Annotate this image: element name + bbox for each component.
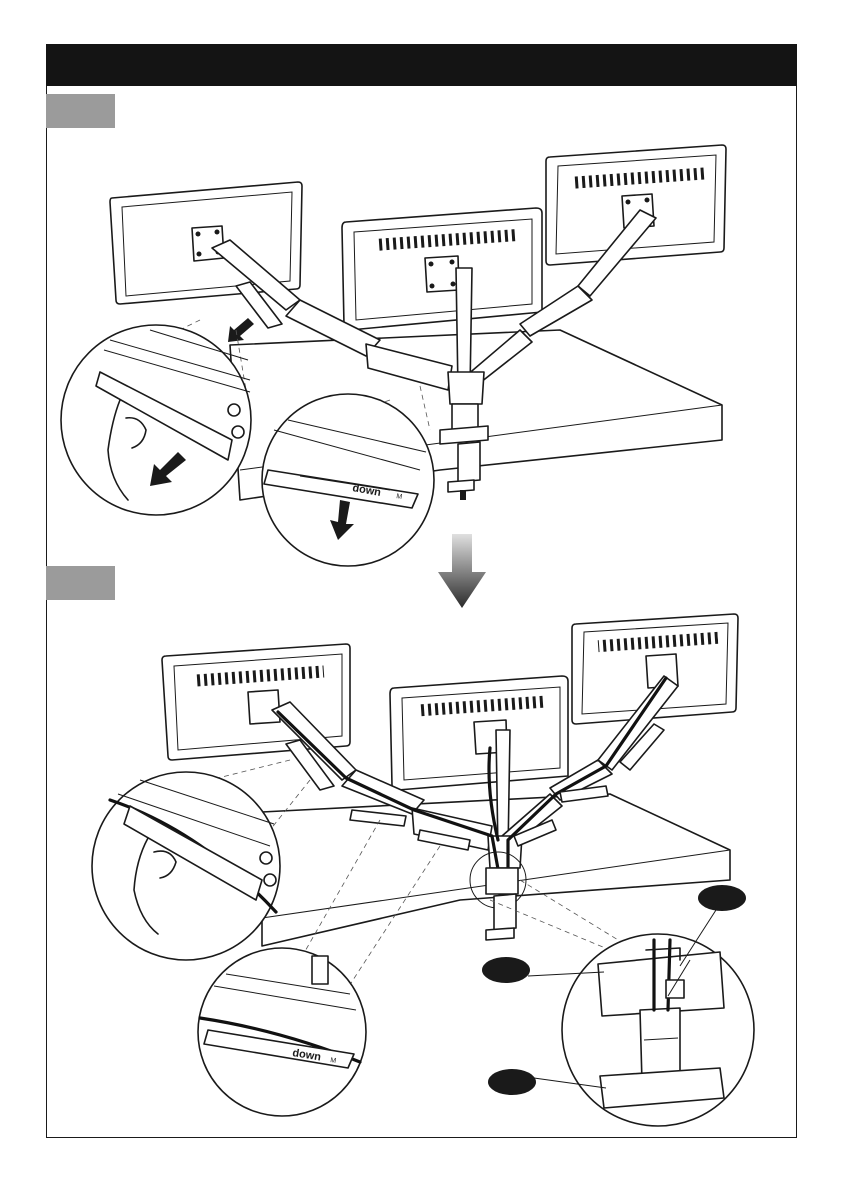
step-1-illustration: down M	[61, 145, 726, 566]
step-2-illustration: down M	[92, 614, 754, 1126]
monitor-center	[342, 208, 542, 330]
monitor-center	[390, 676, 568, 790]
inset-left	[61, 325, 251, 515]
desk-clamp	[440, 404, 488, 500]
inset-bottom: down M	[198, 948, 366, 1116]
inset-left	[92, 772, 280, 960]
inset-clamp-detail	[562, 934, 754, 1126]
down-arrow-icon	[228, 318, 254, 342]
monitor-right	[546, 145, 726, 265]
down-flow-arrow-icon	[438, 534, 486, 608]
inset-right: down M	[262, 394, 434, 566]
